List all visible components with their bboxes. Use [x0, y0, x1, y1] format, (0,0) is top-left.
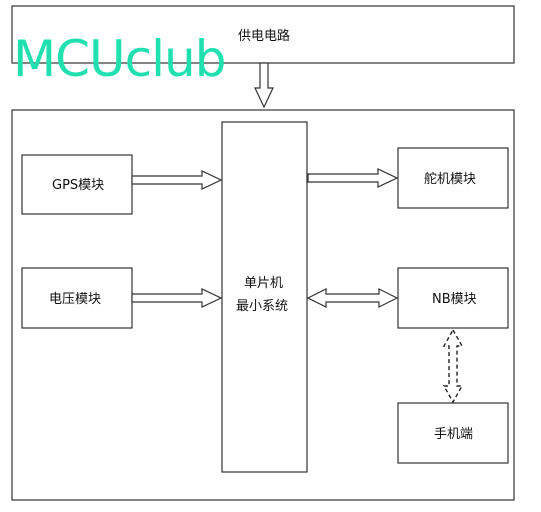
gps-to-mcu-arrow	[131, 170, 223, 190]
system-container	[11, 109, 515, 501]
gps-module-box	[21, 154, 133, 215]
mcu-to-servo-arrow	[307, 168, 399, 188]
phone-box	[397, 402, 509, 464]
nb-phone-dashed-arrow	[442, 328, 464, 404]
power-supply-box	[11, 5, 515, 64]
power-arrow	[254, 62, 274, 109]
mcu-label-line2: 最小系统	[236, 299, 288, 314]
power-supply-label: 供电电路	[238, 28, 290, 44]
mcuclub-watermark: MCUclub	[13, 30, 225, 88]
mcu-nb-double-arrow	[306, 288, 399, 308]
nb-module-label: NB模块	[432, 292, 477, 307]
mcu-box	[221, 121, 308, 473]
voltage-module-label: 电压模块	[49, 292, 101, 307]
phone-label: 手机端	[434, 427, 473, 442]
voltage-to-mcu-arrow	[131, 288, 223, 308]
servo-module-label: 舵机模块	[424, 172, 476, 187]
gps-module-label: GPS模块	[52, 178, 104, 193]
mcu-label-line1: 单片机	[244, 276, 283, 291]
